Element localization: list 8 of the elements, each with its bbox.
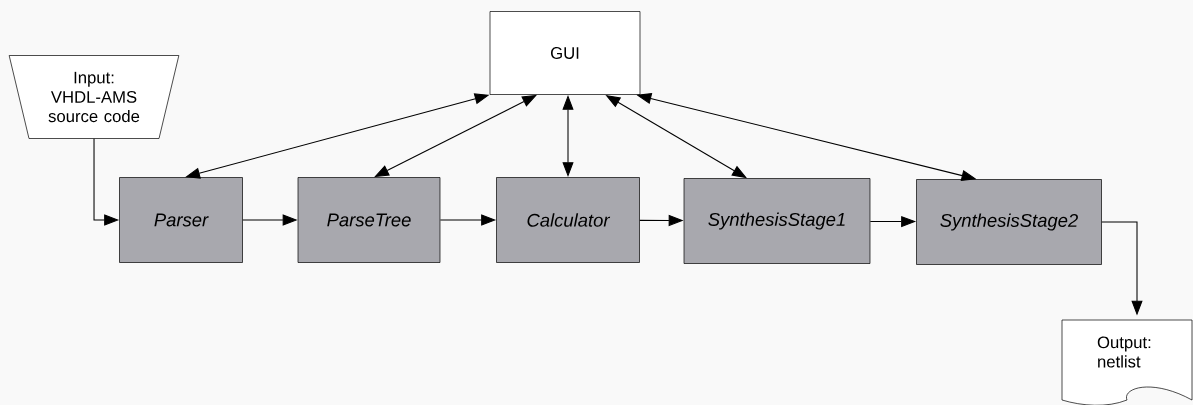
document-shape: Output: netlist <box>1061 319 1193 405</box>
process-box: SynthesisStage2 <box>916 179 1102 265</box>
input-trapezoid: Input: VHDL-AMS source code <box>8 55 180 139</box>
process-box: Calculator <box>496 177 640 263</box>
gui-box: GUI <box>489 11 641 95</box>
process-box: SynthesisStage1 <box>683 178 871 264</box>
process-box: ParseTree <box>297 177 441 263</box>
process-box: Parser <box>119 177 243 263</box>
